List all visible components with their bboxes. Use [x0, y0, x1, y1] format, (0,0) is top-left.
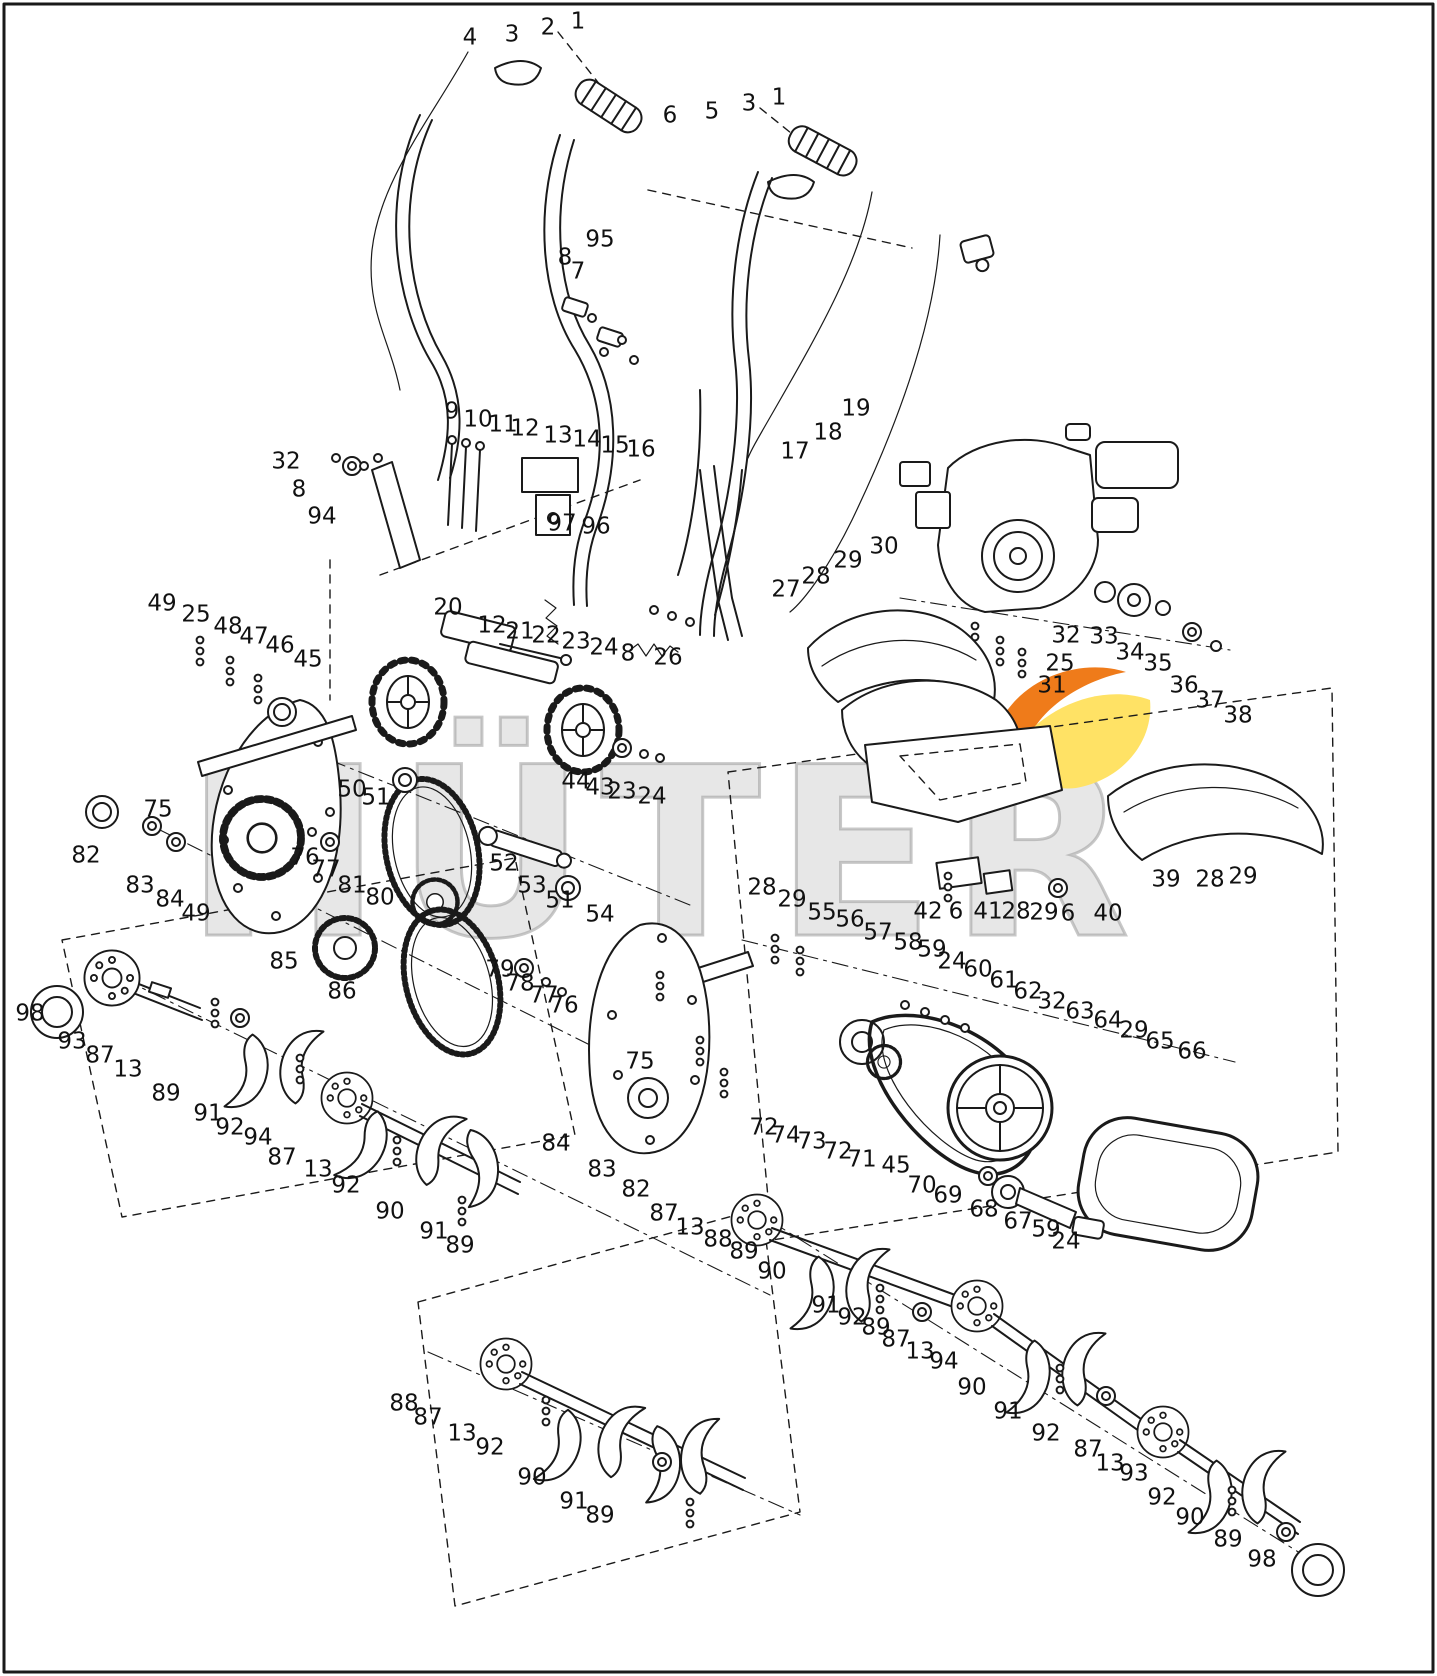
handlebar-tube-center — [543, 134, 601, 606]
throttle-lever-left — [494, 60, 542, 86]
handle-grip-right — [787, 125, 858, 177]
fuel-cap — [1065, 423, 1091, 441]
carburetor — [915, 491, 951, 529]
muffler — [1091, 497, 1139, 533]
transport-wheels — [372, 610, 665, 772]
handlebar-clamp-parts — [561, 296, 639, 365]
wheel-right — [547, 688, 619, 772]
adjuster-rods — [447, 435, 485, 532]
chain-case-center — [588, 922, 711, 1155]
handlebar-lower-tube — [677, 389, 702, 576]
depth-stake — [699, 469, 729, 641]
handlebar-lower-tube2 — [714, 469, 743, 616]
input-shaft — [477, 825, 572, 869]
fender-right — [1107, 763, 1324, 861]
tine-assembly-right — [730, 1193, 1345, 1597]
handlebar-tube-left2 — [408, 119, 461, 479]
output-washer — [1094, 581, 1116, 603]
throttle-lever-right — [767, 174, 815, 200]
cable-right-long — [789, 234, 941, 613]
logo-swoosh-orange — [1000, 667, 1126, 740]
output-nut — [1155, 600, 1171, 616]
fastener-clusters — [195, 453, 1068, 1099]
tine-assembly-bottom — [479, 1337, 746, 1529]
handlebar-tube-right — [699, 171, 759, 636]
throttle-cable-left — [370, 51, 469, 391]
belt-cover — [1071, 1116, 1260, 1252]
tensioner-arm — [1015, 1187, 1077, 1229]
belt-drive-assembly — [770, 933, 1260, 1252]
tine-assembly-left — [30, 949, 521, 1227]
wheel-left — [372, 660, 444, 744]
depth-stake2 — [713, 465, 743, 637]
chassis-deck — [864, 725, 1063, 895]
air-filter — [899, 461, 931, 487]
drive-belt — [867, 1013, 1039, 1176]
fuel-tank — [1095, 441, 1179, 489]
handlebar-assembly — [331, 51, 995, 657]
handlebar-tube-right2 — [713, 177, 773, 637]
stand-foot — [982, 869, 1014, 895]
transmission-assembly — [85, 697, 754, 1155]
handlebar-tube-left — [395, 114, 449, 481]
cable-switch-bracket — [959, 234, 995, 273]
stand-bracket — [935, 856, 983, 890]
side-plate — [331, 453, 421, 569]
handlebar-mount-bracket — [521, 457, 579, 536]
cable-right-short — [747, 191, 873, 459]
engine-assembly — [899, 423, 1222, 679]
beam-45 — [197, 715, 357, 777]
spring-small — [629, 643, 679, 657]
handlebar-tube-center2 — [559, 139, 615, 607]
spring-vertical — [544, 599, 559, 645]
handle-grip-left — [574, 78, 643, 134]
